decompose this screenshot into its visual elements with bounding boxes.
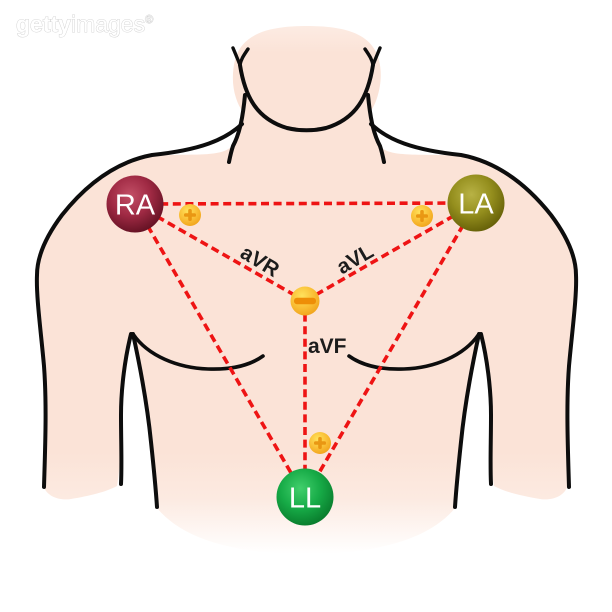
electrode-la-circle <box>447 174 505 232</box>
minus-icon <box>294 297 316 305</box>
left-torso-side-outline <box>131 332 159 509</box>
lead-line-ra-la <box>134 201 477 206</box>
right-inner-arm-outline <box>479 332 493 486</box>
plus-icon <box>416 210 428 222</box>
lead-line-avl <box>304 201 477 303</box>
body-fill <box>35 92 576 554</box>
right-torso-side-outline <box>453 332 481 509</box>
watermark-brand-light: images <box>71 11 145 37</box>
electrode-la-label: LA <box>458 189 494 221</box>
electrode-la: LA <box>447 174 505 232</box>
electrode-ll: LL <box>276 468 334 526</box>
electrode-ra: RA <box>106 175 164 233</box>
right-pectoral-outline <box>347 332 481 371</box>
left-neck-outline <box>227 93 247 164</box>
electrode-ll-label: LL <box>289 483 321 515</box>
torso-illustration <box>34 26 579 554</box>
electrode-ll-circle <box>276 468 334 526</box>
jaw-chin-outline <box>238 63 375 133</box>
right-ear-icon <box>363 46 382 67</box>
left-ear-icon <box>231 46 250 67</box>
left-pectoral-outline <box>131 332 265 371</box>
lead-line-avr <box>134 202 306 303</box>
right-neck-outline <box>366 93 386 164</box>
plus-icon <box>184 209 196 221</box>
lead-line-la-ll <box>303 202 478 498</box>
electrodes: RA LA LL <box>106 174 505 526</box>
left-shoulder-arm-outline <box>34 122 244 489</box>
left-inner-arm-outline <box>119 332 133 486</box>
watermark-registered-icon: ® <box>145 14 153 26</box>
watermark-brand-bold: getty <box>16 11 71 37</box>
plus-marker-la <box>411 205 433 227</box>
minus-marker-center <box>290 286 320 316</box>
polarity-markers <box>179 204 433 454</box>
plus-icon <box>314 437 326 449</box>
right-shoulder-arm-outline <box>369 122 579 489</box>
plus-marker-ll <box>309 432 331 454</box>
getty-watermark: gettyimages® <box>16 11 153 37</box>
head-fill <box>232 26 381 133</box>
electrode-ra-label: RA <box>115 190 156 222</box>
electrode-ra-circle <box>106 175 164 233</box>
lead-lines <box>133 201 478 498</box>
lead-line-ra-ll <box>133 203 307 498</box>
lead-label-avf: aVF <box>308 335 347 358</box>
plus-marker-ra <box>179 204 201 226</box>
